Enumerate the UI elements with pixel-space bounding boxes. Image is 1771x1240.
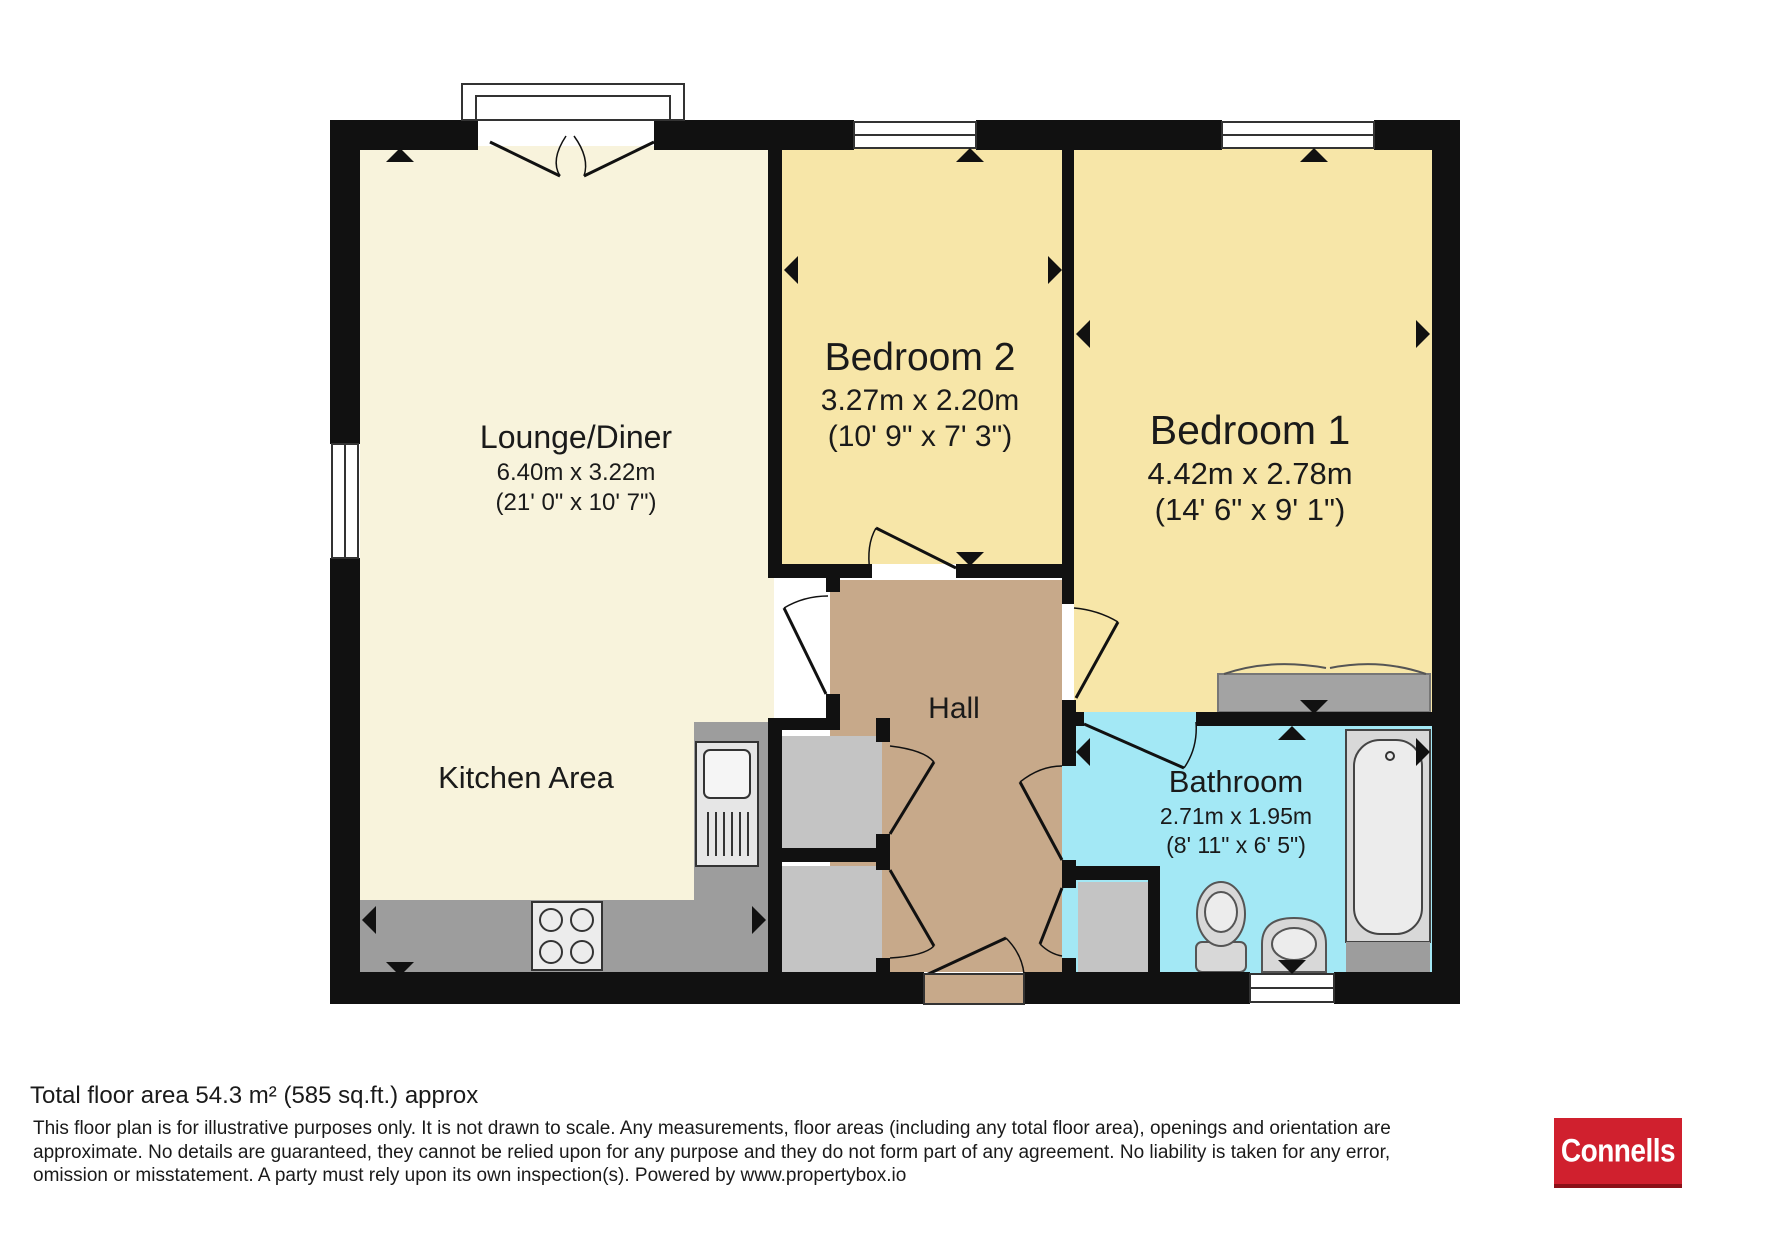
door-cupboard-right — [1038, 887, 1064, 945]
disclaimer-text: This floor plan is for illustrative purp… — [33, 1118, 1391, 1186]
cupboard-upper — [782, 736, 882, 848]
doors — [782, 526, 1197, 978]
wardrobe — [1217, 673, 1431, 713]
bedroom2-imperial: (10' 9" x 7' 3") — [828, 420, 1013, 453]
basin-bowl — [1271, 927, 1317, 961]
logo-text: Connells — [1560, 1132, 1676, 1169]
bedroom1-imperial: (14' 6" x 9' 1") — [1155, 492, 1346, 527]
windows — [331, 121, 1375, 1003]
bath-plug — [1385, 751, 1395, 761]
wardrobe-doors — [1223, 663, 1427, 675]
door-bedroom2 — [875, 526, 957, 570]
balcony-inner — [475, 95, 671, 121]
bedroom1-name: Bedroom 1 — [1150, 407, 1351, 453]
door-hall-east — [1018, 781, 1064, 861]
french-doors — [489, 135, 655, 178]
door-bedroom1 — [1074, 621, 1120, 699]
bedroom2-name: Bedroom 2 — [825, 336, 1016, 379]
door-cupboard-lower — [888, 869, 936, 947]
total-floor-area: Total floor area 54.3 m² (585 sq.ft.) ap… — [30, 1082, 479, 1109]
bedroom1-floor — [1074, 146, 1432, 712]
hob-rings — [539, 908, 594, 964]
lounge-metric: 6.40m x 3.22m — [497, 459, 656, 486]
bathroom-name: Bathroom — [1169, 764, 1303, 799]
door-entrance — [923, 936, 1007, 978]
bath-inner — [1353, 739, 1423, 935]
door-lounge — [782, 607, 828, 695]
entrance-threshold — [923, 973, 1025, 1005]
walls — [330, 120, 1460, 1004]
kitchen-name: Kitchen Area — [438, 760, 615, 795]
door-cupboard-upper — [888, 761, 936, 835]
toilet-seat — [1204, 891, 1238, 933]
sink-drainer — [707, 812, 749, 856]
bedroom2-floor — [782, 146, 1064, 564]
sink-basin — [703, 749, 751, 799]
bedroom1-metric: 4.42m x 2.78m — [1147, 456, 1352, 491]
bathroom-metric: 2.71m x 1.95m — [1160, 803, 1312, 829]
cupboard-lower — [782, 866, 882, 972]
connells-logo[interactable]: Connells — [1554, 1118, 1682, 1188]
bedroom2-metric: 3.27m x 2.20m — [821, 384, 1019, 417]
lounge-imperial: (21' 0" x 10' 7") — [496, 489, 657, 516]
door-bathroom — [1083, 722, 1185, 770]
lounge-name: Lounge/Diner — [480, 419, 672, 455]
bath-end — [1346, 942, 1430, 974]
dimension-arrows — [362, 148, 1430, 976]
cupboard-right — [1078, 882, 1148, 974]
hall-name: Hall — [928, 692, 980, 725]
bathroom-imperial: (8' 11" x 6' 5") — [1166, 832, 1306, 858]
